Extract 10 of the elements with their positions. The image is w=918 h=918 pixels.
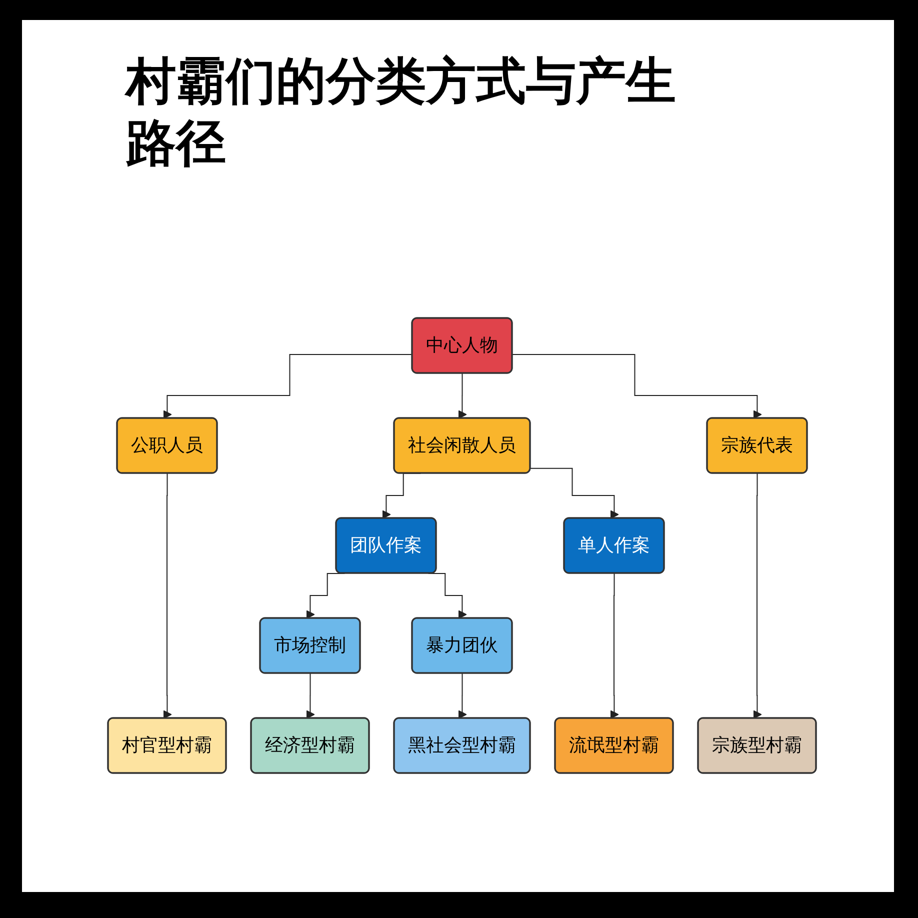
arrow xyxy=(512,353,762,418)
arrow xyxy=(610,572,619,718)
arrow xyxy=(753,472,762,718)
arrow xyxy=(530,467,619,518)
arrow xyxy=(458,372,467,418)
arrow xyxy=(306,672,315,718)
arrow xyxy=(458,672,467,718)
arrow xyxy=(163,472,172,718)
arrow xyxy=(163,353,413,418)
title: 村霸们的分类方式与产生路径 xyxy=(126,51,677,174)
